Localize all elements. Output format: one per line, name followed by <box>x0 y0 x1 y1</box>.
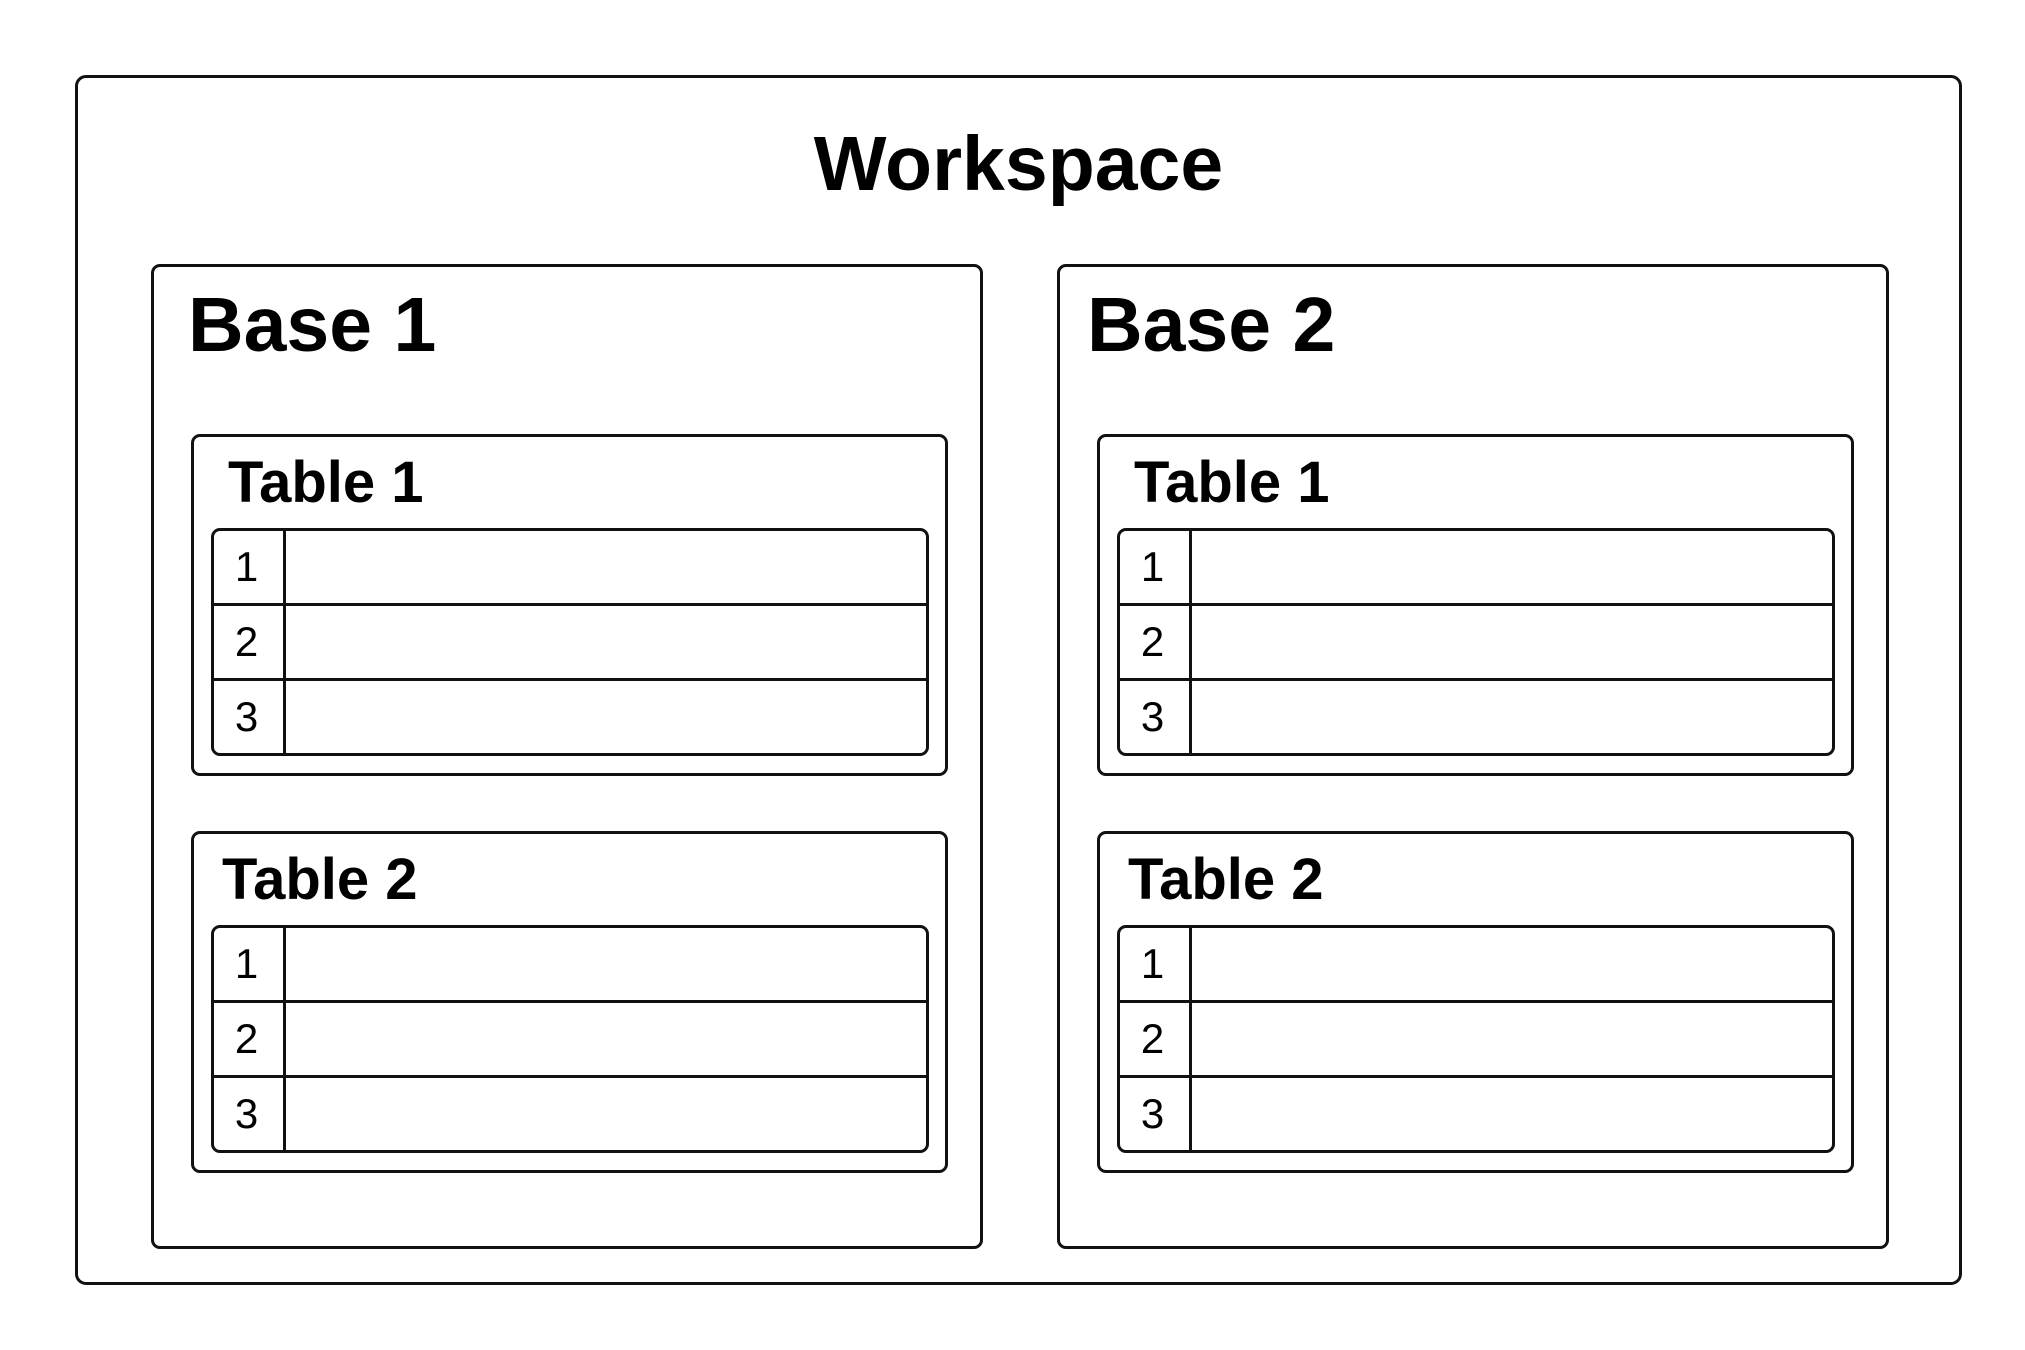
table-row: 1 <box>1120 531 1832 606</box>
table-row: 3 <box>214 681 926 753</box>
row-cell <box>286 531 926 603</box>
table-row: 3 <box>1120 1078 1832 1150</box>
row-cell <box>286 1078 926 1150</box>
table-grid: 1 2 3 <box>211 925 929 1153</box>
table-row: 2 <box>1120 1003 1832 1078</box>
table-grid: 1 2 3 <box>1117 528 1835 756</box>
row-cell <box>286 1003 926 1075</box>
row-number: 2 <box>1120 1003 1192 1075</box>
row-cell <box>286 681 926 753</box>
row-cell <box>1192 531 1832 603</box>
row-cell <box>1192 681 1832 753</box>
base-title: Base 2 <box>1087 282 1336 368</box>
table-card: Table 1 1 2 3 <box>191 434 948 776</box>
base-title: Base 1 <box>188 282 437 368</box>
row-cell <box>286 928 926 1000</box>
table-grid: 1 2 3 <box>211 528 929 756</box>
row-number: 3 <box>214 681 286 753</box>
table-row: 2 <box>214 606 926 681</box>
table-card: Table 2 1 2 3 <box>191 831 948 1173</box>
table-card: Table 1 1 2 3 <box>1097 434 1854 776</box>
table-row: 1 <box>1120 928 1832 1003</box>
row-cell <box>1192 928 1832 1000</box>
row-number: 2 <box>214 606 286 678</box>
row-number: 1 <box>1120 928 1192 1000</box>
table-row: 1 <box>214 928 926 1003</box>
table-title: Table 1 <box>1134 450 1330 515</box>
base-2-container: Base 2 Table 1 1 2 3 Table 2 1 <box>1057 264 1889 1249</box>
row-number: 2 <box>1120 606 1192 678</box>
table-row: 3 <box>214 1078 926 1150</box>
table-title: Table 2 <box>222 847 418 912</box>
table-title: Table 1 <box>228 450 424 515</box>
row-number: 3 <box>1120 1078 1192 1150</box>
table-card: Table 2 1 2 3 <box>1097 831 1854 1173</box>
table-row: 1 <box>214 531 926 606</box>
row-number: 3 <box>1120 681 1192 753</box>
row-number: 1 <box>1120 531 1192 603</box>
table-row: 2 <box>214 1003 926 1078</box>
row-cell <box>1192 1078 1832 1150</box>
table-title: Table 2 <box>1128 847 1324 912</box>
row-cell <box>286 606 926 678</box>
row-number: 1 <box>214 928 286 1000</box>
row-number: 1 <box>214 531 286 603</box>
row-number: 3 <box>214 1078 286 1150</box>
row-number: 2 <box>214 1003 286 1075</box>
table-grid: 1 2 3 <box>1117 925 1835 1153</box>
table-row: 2 <box>1120 606 1832 681</box>
row-cell <box>1192 1003 1832 1075</box>
workspace-title: Workspace <box>813 121 1224 207</box>
table-row: 3 <box>1120 681 1832 753</box>
row-cell <box>1192 606 1832 678</box>
base-1-container: Base 1 Table 1 1 2 3 Table 2 1 <box>151 264 983 1249</box>
